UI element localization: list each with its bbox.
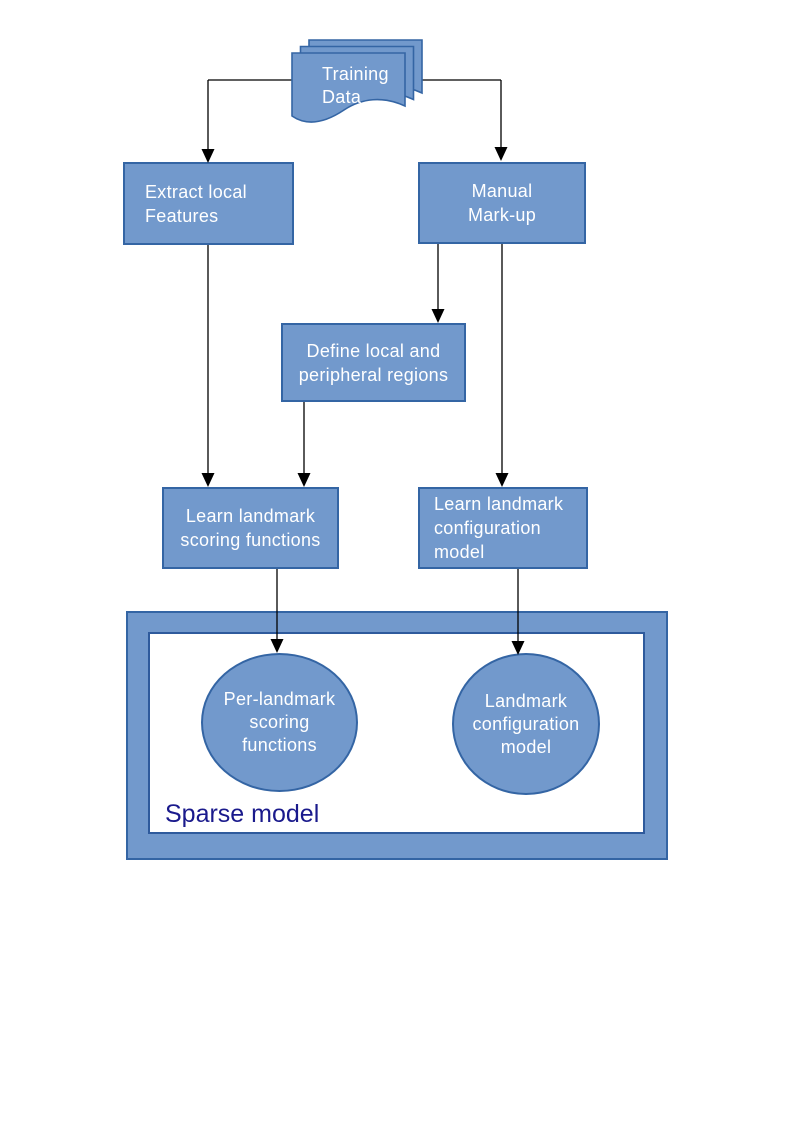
arrow-training-to-extract-head	[201, 149, 215, 163]
node-line: functions	[242, 735, 317, 755]
node-line: Landmark	[484, 690, 568, 711]
node-extract-local-features: Extract local Features	[123, 162, 294, 245]
node-line: Learn landmark	[434, 494, 564, 514]
arrow-extract-to-scoring-head	[201, 473, 215, 487]
arrow-manual-to-config-head	[495, 473, 509, 487]
arrow-define-to-scoring-head	[297, 473, 311, 487]
sparse-model-label: Sparse model	[165, 800, 320, 828]
node-line: peripheral regions	[298, 364, 449, 385]
node-line: Features	[145, 205, 219, 226]
node-manual-mark-up: Manual Mark-up	[418, 162, 586, 244]
node-line: Define local and	[306, 340, 441, 361]
node-line: Extract local	[145, 181, 247, 202]
node-line: model	[434, 542, 485, 562]
node-training-data-label: Training Data	[322, 63, 389, 109]
node-line: Training	[322, 64, 389, 84]
arrow-manual-to-define-head	[431, 309, 445, 323]
node-line: model	[500, 736, 552, 757]
node-landmark-configuration-model: Landmark configuration model	[452, 653, 600, 795]
node-line: Learn landmark	[185, 506, 316, 526]
node-learn-landmark-configuration-model: Learn landmark configuration model	[418, 487, 588, 569]
node-per-landmark-scoring-functions: Per-landmark scoring functions	[201, 653, 358, 792]
node-line: configuration	[434, 518, 541, 538]
arrow-training-to-manual-head	[494, 147, 508, 161]
node-learn-landmark-scoring-functions: Learn landmark scoring functions	[162, 487, 339, 569]
node-line: Mark-up	[467, 205, 537, 225]
node-line: scoring	[249, 712, 310, 732]
node-line: configuration	[472, 713, 580, 734]
node-line: Data	[322, 87, 362, 107]
node-line: Per-landmark	[223, 689, 336, 709]
node-line: Manual	[471, 181, 533, 201]
node-line: scoring functions	[180, 530, 321, 550]
node-define-local-peripheral-regions: Define local and peripheral regions	[281, 323, 466, 402]
